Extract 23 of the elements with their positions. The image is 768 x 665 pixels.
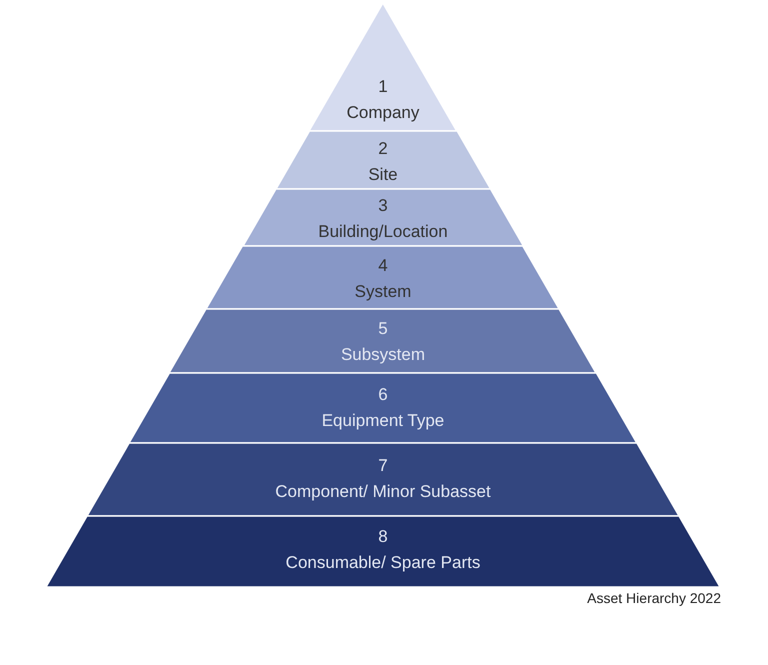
level-number: 3 — [378, 195, 388, 217]
level-number: 5 — [378, 318, 388, 340]
level-number: 7 — [378, 455, 388, 477]
pyramid-layer — [205, 245, 561, 310]
level-number: 2 — [378, 138, 388, 160]
pyramid-layer — [128, 372, 638, 444]
pyramid-layer — [44, 515, 722, 588]
level-label: Equipment Type — [322, 410, 444, 432]
pyramid-layer — [168, 308, 598, 374]
level-number: 6 — [378, 384, 388, 406]
level-number: 8 — [378, 526, 388, 548]
level-label: Company — [346, 102, 420, 124]
level-number: 1 — [378, 76, 388, 98]
level-label: Consumable/ Spare Parts — [286, 552, 480, 574]
level-number: 4 — [378, 255, 388, 277]
level-label: Building/Location — [318, 221, 448, 243]
pyramid-layer — [86, 442, 680, 517]
level-label: Component/ Minor Subasset — [275, 481, 491, 503]
level-label: Site — [368, 164, 398, 186]
level-label: System — [354, 281, 412, 303]
level-label: Subsystem — [340, 344, 426, 366]
pyramid-layer — [308, 2, 458, 132]
caption: Asset Hierarchy 2022 — [587, 590, 721, 606]
